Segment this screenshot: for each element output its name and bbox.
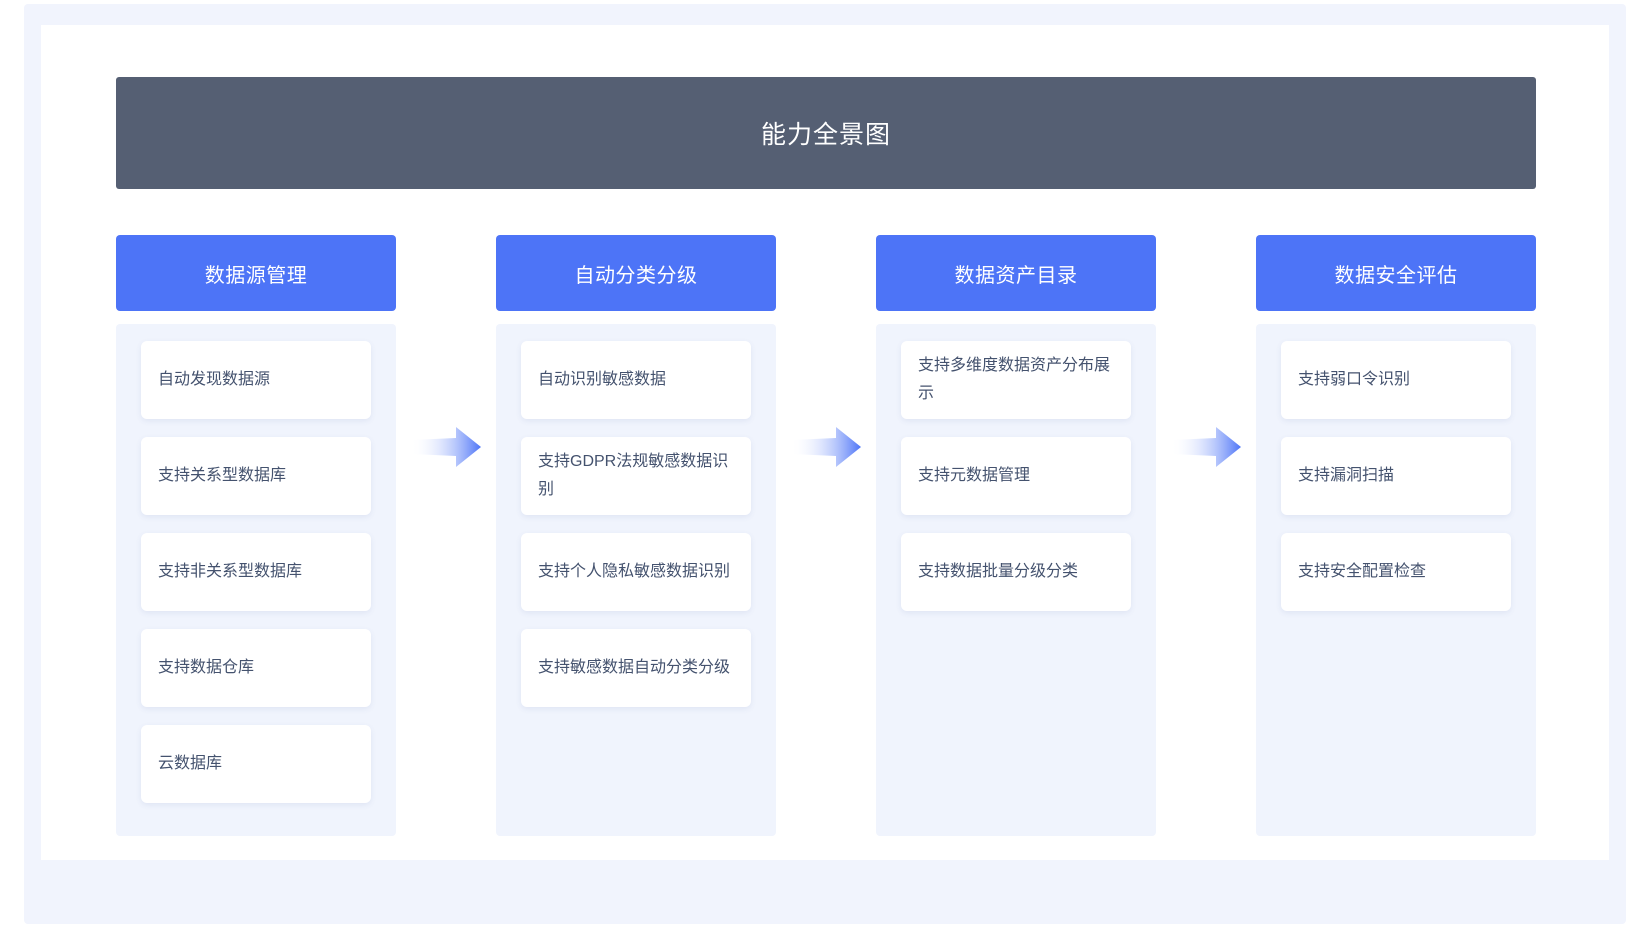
- feature-card-label: 支持非关系型数据库: [158, 563, 303, 580]
- column-panel-2: 自动识别敏感数据 支持GDPR法规敏感数据识别 支持个人隐私敏感数据识别 支持敏…: [496, 324, 776, 836]
- feature-card[interactable]: 支持元数据管理: [901, 437, 1131, 515]
- feature-card[interactable]: 云数据库: [141, 725, 371, 803]
- feature-card-label: 支持个人隐私敏感数据识别: [538, 563, 731, 580]
- feature-card-label: 支持漏洞扫描: [1298, 467, 1395, 484]
- capability-column-data-source-management: 数据源管理 自动发现数据源 支持关系型数据库 支持非关系型数据库 支持数据仓库: [116, 235, 396, 836]
- feature-card-label: 支持安全配置检查: [1298, 563, 1427, 580]
- feature-card[interactable]: 支持漏洞扫描: [1281, 437, 1511, 515]
- feature-card[interactable]: 支持个人隐私敏感数据识别: [521, 533, 751, 611]
- feature-card[interactable]: 支持数据批量分级分类: [901, 533, 1131, 611]
- page-frame: 能力全景图 数据源管理 自动发现数据源 支持关系型数据库 支持非关系型数据库: [24, 4, 1626, 924]
- feature-card-label: 自动发现数据源: [158, 371, 271, 388]
- column-title-2: 自动分类分级: [574, 264, 698, 287]
- feature-card-label: 支持关系型数据库: [158, 467, 287, 484]
- diagram-title-bar: 能力全景图: [116, 77, 1536, 189]
- column-header-4[interactable]: 数据安全评估: [1256, 235, 1536, 311]
- feature-card-label: 支持敏感数据自动分类分级: [538, 659, 731, 676]
- feature-card[interactable]: 支持关系型数据库: [141, 437, 371, 515]
- column-title-3: 数据资产目录: [954, 264, 1078, 287]
- feature-card[interactable]: 自动发现数据源: [141, 341, 371, 419]
- capability-column-auto-classification: 自动分类分级 自动识别敏感数据 支持GDPR法规敏感数据识别 支持个人隐私敏感数…: [496, 235, 776, 836]
- feature-card[interactable]: 支持安全配置检查: [1281, 533, 1511, 611]
- arrow-right-icon: [411, 427, 481, 467]
- arrow-right-icon: [1171, 427, 1241, 467]
- feature-card[interactable]: 支持GDPR法规敏感数据识别: [521, 437, 751, 515]
- column-header-3[interactable]: 数据资产目录: [876, 235, 1156, 311]
- feature-card[interactable]: 支持多维度数据资产分布展示: [901, 341, 1131, 419]
- feature-card[interactable]: 自动识别敏感数据: [521, 341, 751, 419]
- capability-columns: 数据源管理 自动发现数据源 支持关系型数据库 支持非关系型数据库 支持数据仓库: [116, 235, 1536, 845]
- feature-card[interactable]: 支持弱口令识别: [1281, 341, 1511, 419]
- arrow-right-icon: [791, 427, 861, 467]
- page-title: 能力全景图: [760, 121, 891, 149]
- feature-card-label: 支持元数据管理: [918, 467, 1031, 484]
- diagram-canvas: 能力全景图 数据源管理 自动发现数据源 支持关系型数据库 支持非关系型数据库: [41, 25, 1609, 860]
- column-panel-1: 自动发现数据源 支持关系型数据库 支持非关系型数据库 支持数据仓库 云数据库: [116, 324, 396, 836]
- feature-card-label: 支持数据批量分级分类: [918, 563, 1079, 580]
- capability-column-data-security-assessment: 数据安全评估 支持弱口令识别 支持漏洞扫描 支持安全配置检查: [1256, 235, 1536, 836]
- feature-card[interactable]: 支持敏感数据自动分类分级: [521, 629, 751, 707]
- arrow-gap-1: [396, 235, 496, 845]
- column-header-1[interactable]: 数据源管理: [116, 235, 396, 311]
- arrow-gap-3: [1156, 235, 1256, 845]
- column-panel-4: 支持弱口令识别 支持漏洞扫描 支持安全配置检查: [1256, 324, 1536, 836]
- feature-card[interactable]: 支持数据仓库: [141, 629, 371, 707]
- capability-column-data-asset-catalog: 数据资产目录 支持多维度数据资产分布展示 支持元数据管理 支持数据批量分级分类: [876, 235, 1156, 836]
- feature-card-label: 支持弱口令识别: [1298, 371, 1411, 388]
- feature-card-label: 支持数据仓库: [158, 659, 255, 676]
- column-title-4: 数据安全评估: [1334, 264, 1458, 287]
- arrow-gap-2: [776, 235, 876, 845]
- feature-card-label: 云数据库: [158, 755, 223, 772]
- column-header-2[interactable]: 自动分类分级: [496, 235, 776, 311]
- feature-card-label: 支持GDPR法规敏感数据识别: [538, 453, 729, 498]
- feature-card[interactable]: 支持非关系型数据库: [141, 533, 371, 611]
- feature-card-label: 自动识别敏感数据: [538, 371, 667, 388]
- feature-card-label: 支持多维度数据资产分布展示: [918, 357, 1111, 402]
- column-panel-3: 支持多维度数据资产分布展示 支持元数据管理 支持数据批量分级分类: [876, 324, 1156, 836]
- column-title-1: 数据源管理: [204, 264, 308, 287]
